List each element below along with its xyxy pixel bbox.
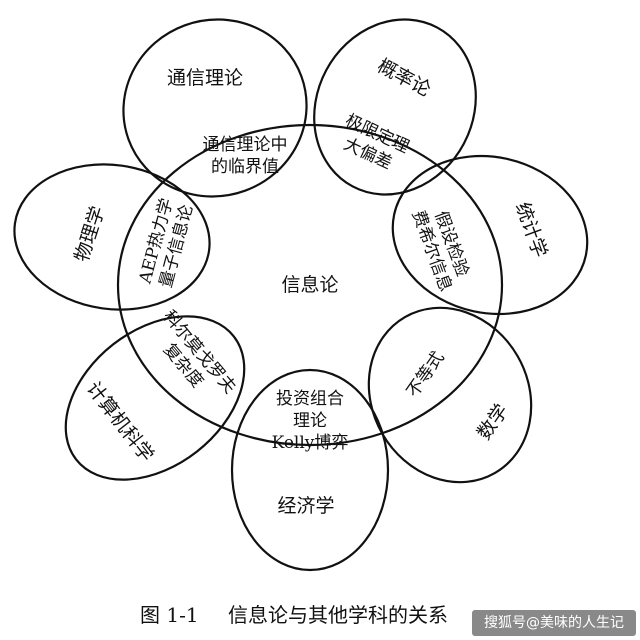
figure-title: 信息论与其他学科的关系 bbox=[228, 603, 448, 627]
petal-ellipse-physics bbox=[13, 163, 211, 311]
overlap-label-economics-line2: 理论 bbox=[293, 411, 327, 431]
petal-ellipse-economics bbox=[230, 368, 390, 572]
center-circle bbox=[116, 123, 504, 447]
petal-ellipse-probability-theory bbox=[313, 18, 477, 196]
figure-number: 图 1-1 bbox=[140, 603, 199, 627]
center-label: 信息论 bbox=[281, 274, 338, 296]
petal-ellipse-computer-science bbox=[64, 315, 246, 481]
petal-label-computer-science: 计算机科学 bbox=[82, 378, 158, 466]
overlap-label-economics-line1: 投资组合 bbox=[276, 389, 344, 409]
overlap-label-communication-line1: 通信理论中 bbox=[203, 135, 288, 155]
petal-label-economics: 经济学 bbox=[277, 495, 334, 517]
petal-label-statistics: 统计学 bbox=[511, 199, 551, 260]
watermark: 搜狐号@美味的人生记 bbox=[472, 610, 636, 636]
petal-label-communication-theory: 通信理论 bbox=[167, 67, 243, 89]
overlap-label-economics-line3: Kelly博弈 bbox=[272, 433, 349, 453]
petal-label-probability-theory: 概率论 bbox=[374, 55, 435, 101]
petal-ellipse-communication-theory bbox=[122, 18, 308, 198]
petal-label-physics: 物理学 bbox=[71, 203, 110, 264]
petal-label-mathematics: 数学 bbox=[473, 400, 513, 444]
petal-ellipse-statistics bbox=[391, 154, 589, 316]
overlap-label-communication-line2: 的临界值 bbox=[211, 157, 279, 177]
overlap-label-mathematics: 不等式 bbox=[403, 348, 449, 401]
